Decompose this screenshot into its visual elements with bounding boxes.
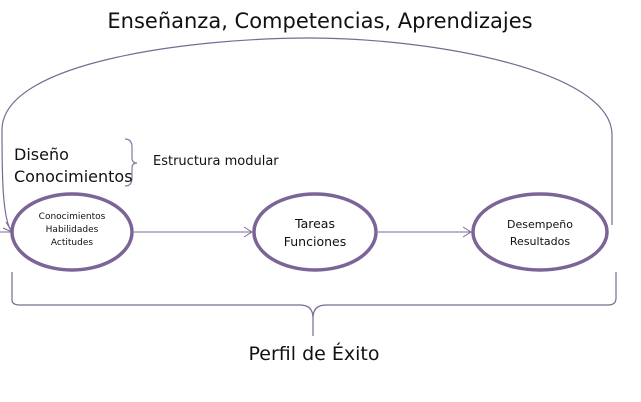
node-1-line: Conocimientos bbox=[38, 212, 106, 222]
node-3: Desempeño Resultados bbox=[507, 217, 573, 250]
feedback-arc bbox=[1, 37, 613, 233]
node-1-line: Actitudes bbox=[50, 238, 94, 249]
label-conocimientos: Conocimientos bbox=[14, 167, 133, 186]
arrow-2-3 bbox=[378, 226, 472, 238]
footer-label: Perfil de Éxito bbox=[248, 343, 380, 365]
node-ellipse-2 bbox=[252, 192, 378, 272]
node-2-line: Tareas bbox=[295, 216, 335, 231]
profile-brace bbox=[11, 272, 617, 336]
node-2: Tareas Funciones bbox=[284, 215, 346, 250]
node-3-line: Resultados bbox=[509, 234, 571, 248]
modular-brace bbox=[124, 138, 138, 187]
node-3-line: Desempeño bbox=[507, 218, 573, 231]
diagram-title: Enseñanza, Competencias, Aprendizajes bbox=[107, 9, 533, 33]
node-1: Conocimientos Habilidades Actitudes bbox=[39, 211, 106, 250]
node-1-line: Habilidades bbox=[45, 225, 99, 236]
node-2-line: Funciones bbox=[283, 233, 347, 249]
node-ellipse-1 bbox=[10, 192, 134, 272]
node-ellipse-3 bbox=[471, 192, 609, 272]
label-diseno: Diseño bbox=[14, 145, 69, 164]
brace-label: Estructura modular bbox=[153, 154, 279, 169]
arrow-1-2 bbox=[134, 226, 253, 238]
